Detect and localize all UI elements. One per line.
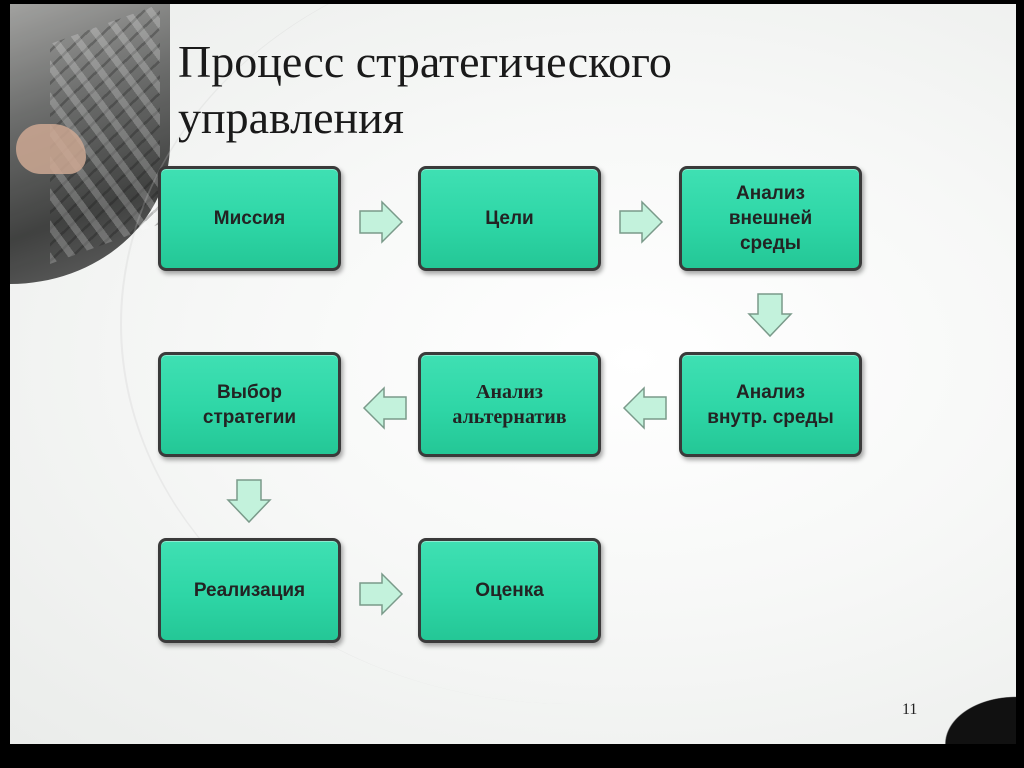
node-implementation: Реализация — [158, 538, 341, 643]
corner-decoration — [926, 684, 1016, 744]
arrow-down-icon — [226, 479, 272, 524]
node-evaluation: Оценка — [418, 538, 601, 643]
page-number: 11 — [902, 701, 918, 718]
slide-title-line-1: Процесс стратегического — [178, 36, 672, 87]
node-internal-analysis: Анализ внутр. среды — [679, 352, 862, 457]
node-mission: Миссия — [158, 166, 341, 271]
hand-decoration — [16, 124, 86, 174]
arrow-right-icon — [359, 200, 404, 244]
arrow-down-icon — [747, 293, 793, 338]
slide-title-line-2: управления — [178, 92, 404, 143]
arrow-right-icon — [359, 572, 404, 616]
arrow-right-icon — [619, 200, 664, 244]
keyboard-photo-decoration — [10, 4, 170, 284]
arrow-left-icon — [362, 386, 407, 430]
node-goals: Цели — [418, 166, 601, 271]
slide-title: Процесс стратегического управления — [178, 34, 878, 146]
arrow-left-icon — [622, 386, 667, 430]
node-alternatives-analysis: Анализ альтернатив — [418, 352, 601, 457]
slide-canvas: Процесс стратегического управления Мисси… — [10, 4, 1016, 744]
node-strategy-choice: Выбор стратегии — [158, 352, 341, 457]
node-external-analysis: Анализ внешней среды — [679, 166, 862, 271]
